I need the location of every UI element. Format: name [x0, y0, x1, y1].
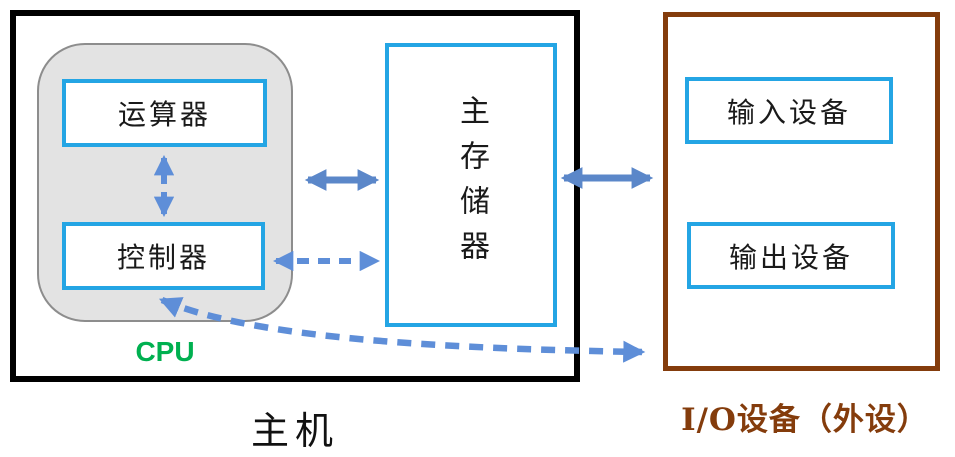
control-unit-label: 控制器	[116, 241, 210, 274]
cpu-label: CPU	[135, 336, 195, 367]
io-devices-box	[663, 12, 940, 371]
alu-box: 运算器	[62, 79, 267, 147]
output-device-label: 输出设备	[728, 240, 853, 274]
input-device-box: 输入设备	[685, 77, 893, 144]
host-label: 主机	[250, 409, 339, 453]
output-device-box: 输出设备	[687, 222, 895, 289]
main-memory-box: 主存储器	[385, 43, 557, 327]
alu-label: 运算器	[117, 98, 211, 131]
control-unit-box: 控制器	[62, 222, 265, 290]
input-device-label: 输入设备	[726, 95, 851, 129]
io-devices-label: I/O设备（外设）	[681, 402, 929, 438]
main-memory-label: 主存储器	[454, 95, 489, 275]
